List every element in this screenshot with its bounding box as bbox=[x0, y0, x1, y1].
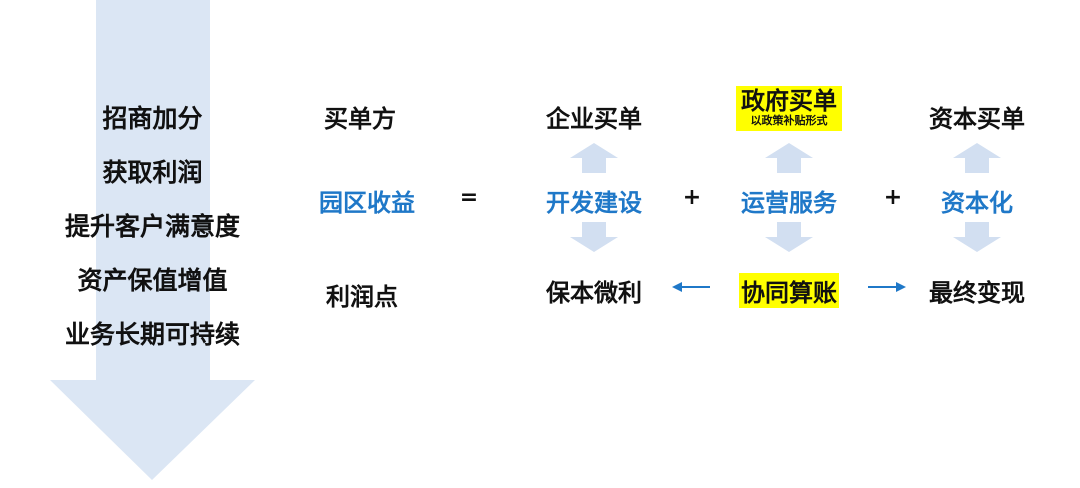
government-buyer-note: 以政策补贴形式 bbox=[750, 114, 828, 127]
plus-sign: + bbox=[682, 185, 702, 210]
capital-buyer: 资本买单 bbox=[929, 105, 1025, 133]
up-arrow-icon bbox=[953, 143, 1001, 173]
big-down-arrow bbox=[50, 0, 255, 480]
goals-list: 招商加分 获取利润 提升客户满意度 资产保值增值 业务长期可持续 bbox=[40, 92, 265, 362]
down-arrow-icon bbox=[765, 222, 813, 252]
down-arrow-icon bbox=[570, 222, 618, 252]
down-arrow-icon bbox=[953, 222, 1001, 252]
buyer-label: 买单方 bbox=[324, 105, 396, 133]
goal-item: 业务长期可持续 bbox=[64, 320, 240, 349]
revenue-label: 园区收益 bbox=[319, 189, 415, 217]
dev-construction: 开发建设 bbox=[546, 189, 642, 217]
final-monetization: 最终变现 bbox=[929, 279, 1025, 307]
capitalization: 资本化 bbox=[941, 189, 1013, 217]
plus-sign: + bbox=[883, 185, 903, 210]
goal-item: 资产保值增值 bbox=[77, 266, 228, 295]
left-arrow-icon bbox=[672, 282, 710, 292]
goal-item: 提升客户满意度 bbox=[64, 212, 240, 241]
operation-service: 运营服务 bbox=[741, 189, 837, 217]
government-buyer-title: 政府买单 bbox=[741, 87, 837, 115]
up-arrow-icon bbox=[765, 143, 813, 173]
goal-item: 招商加分 bbox=[102, 104, 203, 133]
up-arrow-icon bbox=[570, 143, 618, 173]
goal-item: 获取利润 bbox=[102, 158, 203, 187]
profit-label: 利润点 bbox=[326, 283, 398, 311]
break-even-profit: 保本微利 bbox=[546, 279, 642, 307]
enterprise-buyer: 企业买单 bbox=[546, 105, 642, 133]
synergy-accounting: 协同算账 bbox=[739, 273, 839, 308]
right-arrow-icon bbox=[868, 282, 906, 292]
equals-sign: = bbox=[459, 185, 479, 210]
government-buyer: 政府买单 以政策补贴形式 bbox=[736, 86, 842, 131]
